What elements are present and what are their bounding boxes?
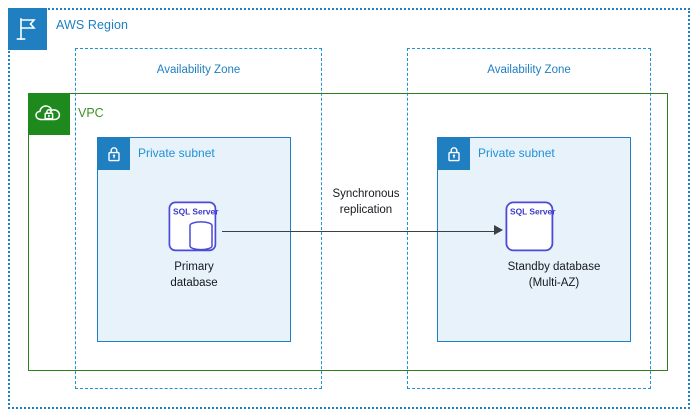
availability-zone-left-label: Availability Zone (156, 64, 241, 76)
private-subnet-right-label: Private subnet (478, 146, 555, 160)
arrow-right-icon (494, 225, 503, 235)
svg-text:SQL Server: SQL Server (173, 207, 219, 217)
availability-zone-left: Availability Zone (75, 48, 322, 389)
primary-database-icon: SQL Server (168, 201, 230, 255)
replication-label: Synchronous replication (332, 188, 400, 217)
availability-zone-right: Availability Zone (407, 48, 651, 389)
standby-database-icon: SQL Server (505, 201, 567, 255)
aws-region-label: AWS Region (56, 18, 129, 32)
private-subnet-left-label: Private subnet (138, 146, 215, 160)
svg-text:SQL Server: SQL Server (510, 207, 556, 217)
standby-database-caption: Standby database (Multi-AZ) (507, 261, 601, 289)
vpc-boundary (28, 93, 668, 371)
lock-icon (438, 138, 470, 170)
aws-region-flag-icon (8, 8, 47, 50)
lock-icon (98, 138, 130, 170)
replication-connector-line (222, 231, 500, 233)
aws-region-boundary (8, 8, 690, 409)
vpc-cloud-lock-icon (28, 93, 70, 135)
availability-zone-right-label: Availability Zone (487, 64, 571, 76)
vpc-label: VPC (78, 106, 104, 120)
primary-database-caption: Primary database (170, 261, 218, 289)
